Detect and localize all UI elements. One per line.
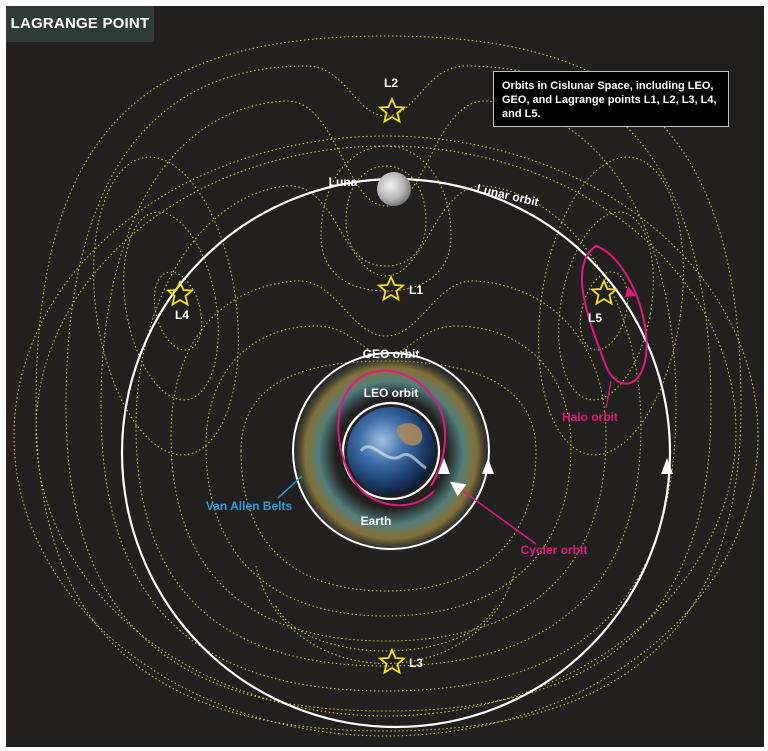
earth (347, 407, 435, 495)
label-l2: L2 (384, 76, 398, 90)
label-leo-orbit: LEO orbit (364, 386, 419, 400)
leo-orbit (341, 401, 441, 501)
label-luna: Luna (329, 175, 358, 189)
label-earth: Earth (361, 514, 392, 528)
l2-star-icon (377, 96, 407, 124)
diagram-panel: L2 L1 L4 L5 L3 Luna Lunar orbit GEO orbi… (6, 6, 764, 747)
halo-pointer (605, 380, 612, 409)
label-l5: L5 (588, 311, 602, 325)
cycler-orbit-path (337, 369, 447, 507)
cislunar-diagram: L2 L1 L4 L5 L3 Luna Lunar orbit GEO orbi… (13, 35, 759, 737)
earth-continent (396, 423, 423, 446)
caption-box: Orbits in Cislunar Space, including LEO,… (493, 71, 729, 127)
halo-arrow (625, 286, 636, 297)
earth-clouds (359, 445, 427, 470)
l1-star-icon (376, 274, 406, 302)
lagrange-stars (165, 96, 619, 675)
leo-direction-arrow (438, 458, 450, 474)
potential-contours (13, 35, 759, 737)
page-title: LAGRANGE POINT (6, 6, 154, 42)
label-halo-orbit: Halo orbit (562, 410, 618, 424)
geo-direction-arrow (482, 458, 494, 474)
label-l3: L3 (409, 656, 423, 670)
geo-orbit (292, 352, 490, 550)
label-l4: L4 (175, 308, 189, 322)
van-allen-pointer (277, 475, 303, 499)
l5-star-icon (589, 278, 619, 306)
cycler-pointer (449, 481, 537, 545)
halo-orbit-path (580, 244, 648, 385)
moon (377, 172, 411, 206)
label-van-allen: Van Allen Belts (206, 499, 293, 513)
l4-star-icon (165, 279, 195, 307)
l3-star-icon (377, 647, 407, 675)
lunar-direction-arrow (661, 458, 673, 474)
label-cycler-orbit: Cycler orbit (521, 543, 588, 557)
label-geo-orbit: GEO orbit (363, 347, 420, 361)
label-l1: L1 (409, 283, 423, 297)
label-lunar-orbit: Lunar orbit (475, 181, 540, 209)
